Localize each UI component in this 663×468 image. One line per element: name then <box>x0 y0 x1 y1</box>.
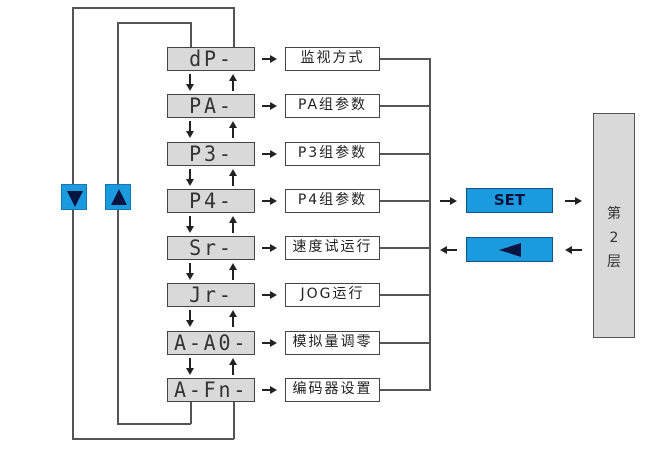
inner-loop-top <box>117 22 191 24</box>
arrow-down-icon <box>186 358 194 375</box>
menu-label[interactable]: JOG运行 <box>285 283 380 307</box>
bus-connector <box>380 58 430 60</box>
menu-display[interactable]: Sr- <box>167 236 255 260</box>
bus-connector <box>380 200 430 202</box>
bus-connector <box>380 153 430 155</box>
arrow-right-icon <box>262 386 277 394</box>
arrow-to-set <box>440 197 457 205</box>
inner-loop-right-bottom <box>190 402 192 424</box>
arrow-from-back <box>440 246 457 254</box>
menu-display[interactable]: A-Fn- <box>167 378 255 402</box>
inner-loop-left <box>117 22 119 424</box>
arrow-down-icon <box>186 216 194 233</box>
bus-connector <box>380 105 430 107</box>
arrow-right-icon <box>262 55 277 63</box>
menu-display[interactable]: A-A0- <box>167 331 255 355</box>
arrow-to-layer <box>565 197 582 205</box>
bus-line <box>429 58 431 391</box>
menu-display[interactable]: PA- <box>167 94 255 118</box>
arrow-up-icon <box>229 74 237 91</box>
arrow-up-icon <box>229 121 237 138</box>
arrow-from-layer <box>565 246 582 254</box>
arrow-up-icon <box>229 263 237 280</box>
outer-loop-bottom <box>72 438 234 440</box>
bus-connector <box>380 247 430 249</box>
scroll-up-button[interactable] <box>105 184 131 210</box>
inner-loop-right-top <box>190 22 192 47</box>
menu-display-code: P3- <box>188 142 234 166</box>
triangle-up-icon <box>111 189 127 205</box>
layer-text-line: 层 <box>607 254 621 270</box>
bus-connector <box>380 294 430 296</box>
layer-text-line: 2 <box>609 230 619 246</box>
menu-label[interactable]: PA组参数 <box>285 94 380 118</box>
arrow-down-icon <box>186 121 194 138</box>
menu-display-code: P4- <box>188 189 234 213</box>
arrow-up-icon <box>229 310 237 327</box>
menu-label[interactable]: 监视方式 <box>285 47 380 71</box>
menu-label[interactable]: P4组参数 <box>285 189 380 213</box>
back-button[interactable] <box>466 237 553 262</box>
arrow-right-icon <box>262 244 277 252</box>
arrow-down-icon <box>186 74 194 91</box>
arrow-up-icon <box>229 216 237 233</box>
arrow-right-icon <box>262 339 277 347</box>
menu-display-code: Sr- <box>188 236 234 260</box>
outer-loop-right-bottom <box>233 402 235 439</box>
menu-display[interactable]: P3- <box>167 142 255 166</box>
menu-label[interactable]: P3组参数 <box>285 142 380 166</box>
outer-loop-top <box>72 7 234 9</box>
menu-label[interactable]: 编码器设置 <box>285 378 380 402</box>
arrow-down-icon <box>186 169 194 186</box>
menu-display-code: dP- <box>188 47 234 71</box>
arrow-right-icon <box>262 197 277 205</box>
triangle-left-icon <box>499 243 521 257</box>
arrow-right-icon <box>262 102 277 110</box>
bus-connector <box>380 389 430 391</box>
scroll-down-button[interactable] <box>61 184 87 210</box>
outer-loop-right-top <box>233 7 235 47</box>
inner-loop-bottom <box>117 423 191 425</box>
bus-connector <box>380 342 430 344</box>
arrow-down-icon <box>186 310 194 327</box>
arrow-down-icon <box>186 263 194 280</box>
menu-display-code: A-Fn- <box>173 378 249 402</box>
set-button[interactable]: SET <box>466 188 553 213</box>
menu-display-code: PA- <box>188 94 234 118</box>
arrow-right-icon <box>262 291 277 299</box>
menu-display-code: A-A0- <box>173 331 249 355</box>
arrow-up-icon <box>229 169 237 186</box>
menu-display-code: Jr- <box>188 283 234 307</box>
menu-display[interactable]: P4- <box>167 189 255 213</box>
menu-display[interactable]: Jr- <box>167 283 255 307</box>
set-button-label: SET <box>493 191 526 209</box>
layer-text-line: 第 <box>607 206 621 222</box>
arrow-up-icon <box>229 358 237 375</box>
menu-label[interactable]: 模拟量调零 <box>285 331 380 355</box>
menu-label[interactable]: 速度试运行 <box>285 236 380 260</box>
outer-loop-left <box>72 7 74 439</box>
layer-2-panel: 第 2 层 <box>593 113 635 338</box>
triangle-down-icon <box>67 191 83 207</box>
arrow-right-icon <box>262 150 277 158</box>
menu-display[interactable]: dP- <box>167 47 255 71</box>
